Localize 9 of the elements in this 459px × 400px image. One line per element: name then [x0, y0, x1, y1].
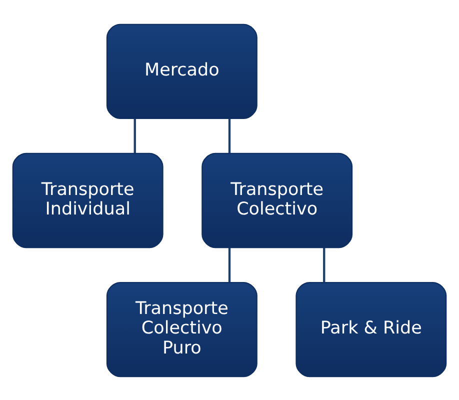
node-box: Park & Ride: [296, 282, 447, 377]
node-box: Transporte Colectivo Puro: [106, 282, 258, 377]
node-box: Transporte Colectivo: [202, 152, 353, 248]
connector: [228, 247, 231, 282]
node-box: Transporte Individual: [12, 152, 164, 248]
connector: [134, 118, 136, 153]
connector: [228, 118, 231, 153]
node-box: Mercado: [106, 23, 258, 118]
connector: [323, 247, 326, 282]
